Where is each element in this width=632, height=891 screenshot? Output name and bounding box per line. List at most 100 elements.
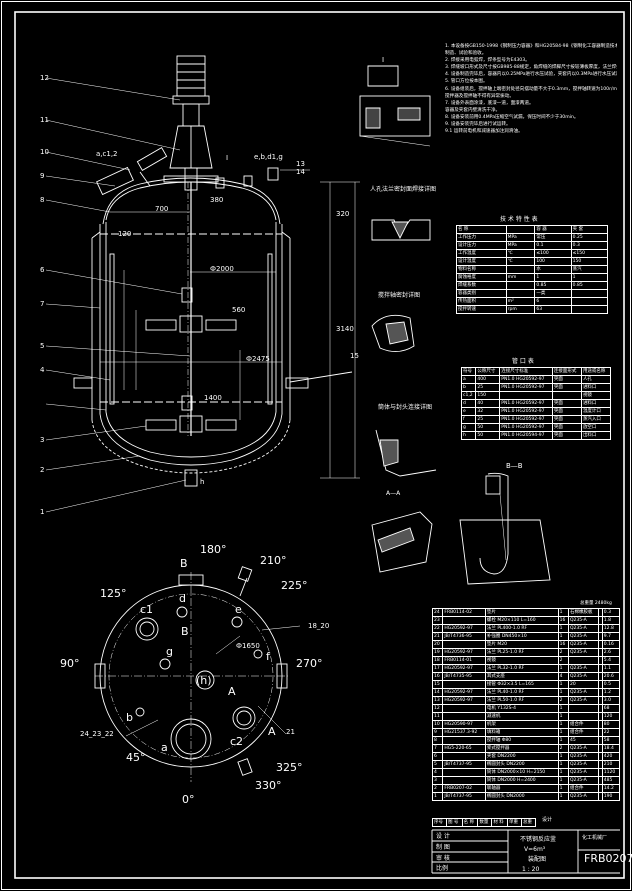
note-line: 8. 设备安装前用0.4MPa压缩空气试漏，保压时间不少于30min。 [445, 114, 579, 120]
table-cell: HG20592-97 [442, 648, 486, 657]
part-number: 9 [40, 172, 45, 180]
table-cell: 485 [601, 776, 621, 785]
table-cell: 420 [601, 752, 621, 761]
table-cell: Q235-A [567, 760, 600, 769]
table-cell: 25 [475, 383, 501, 392]
table-cell: 名 称 [461, 818, 479, 827]
part-number: 13 [296, 160, 305, 168]
detail-title: 筒体与封头连接详图 [378, 404, 433, 411]
nozzle-tag: f [266, 650, 270, 663]
angle-label: 325° [276, 761, 303, 774]
table-cell: 连接面形式 [551, 367, 582, 376]
table-cell: ℃ [505, 257, 536, 266]
table-cell: 法兰 PL400-1.0 RF [484, 624, 559, 633]
part-number: 11 [40, 116, 49, 124]
table-row: 工作温度℃≤100≤150 [456, 249, 609, 258]
dimension: 560 [232, 306, 246, 314]
table-cell: 搅拌轴 Φ80 [484, 736, 559, 745]
table-cell: 9 [431, 728, 444, 737]
table-cell: 单重 [506, 818, 522, 827]
note-line: 7. 设备外表面涂漆，底漆一道，面漆两道。 [445, 100, 534, 106]
table-cell: 4 [431, 768, 444, 777]
table-cell [505, 289, 536, 298]
table-cell: 1 [557, 688, 569, 697]
table-cell: 7 [431, 744, 444, 753]
table-cell: 1.1 [601, 664, 621, 673]
leader-label: 24_23_22 [80, 730, 114, 738]
table-cell: 0.85 [534, 281, 572, 290]
table-cell: 10 [431, 720, 444, 729]
table-cell: 20 [567, 680, 600, 689]
nozzle-tag: (h) [196, 674, 212, 687]
table-cell: 11 [431, 712, 444, 721]
part-number: 10 [40, 148, 49, 156]
leader-label: 18_20 [308, 622, 330, 630]
table-cell: 150 [570, 257, 609, 266]
table-cell: 0.1 [534, 241, 572, 250]
table-cell: 1.2 [601, 688, 621, 697]
plan-view [94, 566, 301, 782]
table-cell [551, 391, 582, 400]
dimension: Ф2000 [210, 265, 234, 273]
dimension: 320 [336, 210, 350, 218]
title-block-label: 制 图 [436, 844, 450, 851]
table-cell: 连接尺寸标准 [499, 367, 553, 376]
note-line: 5. 管口方位按本图。 [445, 79, 488, 85]
table-cell: 2 [557, 744, 569, 753]
dimension: 3140 [336, 325, 354, 333]
table-cell: 1 [557, 728, 569, 737]
table-cell: g [460, 423, 477, 432]
table-cell [442, 680, 486, 689]
table-cell: HG20592-97 [442, 696, 486, 705]
note-line: 3. 焊缝坡口形式及尺寸按GB985-88规定，角焊缝的焊脚尺寸按较薄板厚度，法… [445, 65, 617, 71]
table-cell: 1 [557, 712, 569, 721]
nozzle-tag: A [228, 685, 236, 698]
angle-label: 90° [60, 657, 80, 670]
drawing-scale-volume: V=6m³ [524, 846, 546, 853]
table-cell: Q235-A [567, 624, 600, 633]
dimension: 1400 [204, 394, 222, 402]
table-cell: 突面 [551, 431, 582, 440]
part-number: 14 [296, 168, 305, 176]
table-cell: 机架 [484, 720, 559, 729]
note-line: 容器及夹套内壁清洗干净。 [445, 107, 501, 113]
table-cell: 58 [601, 736, 621, 745]
dimension: 700 [155, 205, 169, 213]
table-cell: 1 [534, 273, 572, 282]
table-cell: 进料口 [580, 399, 612, 408]
detail-title: 人孔法兰密封面焊接详图 [370, 186, 437, 193]
table-cell: 1.8 [601, 616, 621, 625]
table-cell: h [460, 431, 477, 440]
angle-label: 330° [255, 779, 282, 792]
table-cell [442, 776, 486, 785]
table-cell: JB/T4737-95 [442, 792, 486, 801]
table-cell: 工作压力 [456, 233, 507, 242]
table-cell: 45 [567, 736, 600, 745]
table-cell: 视镜 [580, 391, 612, 400]
stage-label: 设计 [542, 817, 553, 823]
table-cell: 突面 [551, 415, 582, 424]
table-cell: 视镜 [484, 656, 559, 665]
table-cell: 6 [534, 297, 572, 306]
nozzle-tag: B [180, 557, 188, 570]
table-cell [442, 712, 486, 721]
bom-header-row: 序号图 号名 称数量材 料单重总重 [432, 818, 537, 827]
table-cell: e [460, 407, 477, 416]
angle-label: 125° [100, 587, 127, 600]
table-cell: HG20590-97 [442, 720, 486, 729]
table-cell: 5.4 [601, 656, 621, 665]
title-block-label: 设 计 [436, 833, 450, 840]
table-cell: 0.5 [601, 680, 621, 689]
table-cell: 24 [431, 608, 444, 617]
table-cell: JB/T4735-95 [442, 672, 486, 681]
